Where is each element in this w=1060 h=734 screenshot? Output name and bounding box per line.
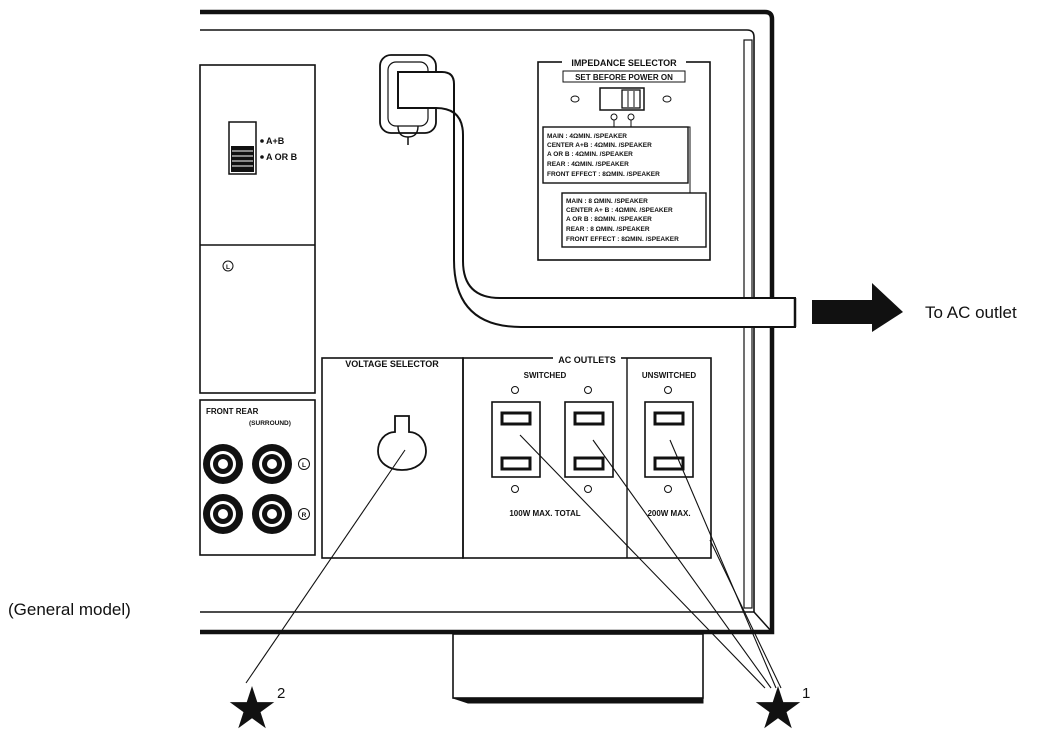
foot-body [452, 633, 704, 699]
outlet-switched-1[interactable] [491, 386, 541, 493]
upper-row-4: REAR : 4ΩMIN. /SPEAKER [547, 161, 629, 168]
label-a-plus-b: A+B [266, 136, 285, 146]
ac-outlet-arrow-label: To AC outlet [925, 303, 1017, 322]
foot-shadow [452, 697, 704, 704]
channel-l-marker [222, 260, 234, 272]
lower-row-3: A OR B : 8ΩMIN. /SPEAKER [566, 216, 652, 223]
speaker-switch-panel: A+B A OR B L [199, 64, 316, 394]
callout-line-1d [709, 539, 782, 689]
callout-line-2 [245, 449, 406, 684]
rca-jack-rear-l[interactable] [252, 444, 292, 484]
impedance-title-bg [562, 58, 686, 67]
left-panel-frame [199, 64, 316, 394]
chassis-inner-edge [200, 29, 755, 613]
impedance-selector-panel: IMPEDANCE SELECTOR SET BEFORE POWER ON M… [537, 58, 711, 261]
impedance-screw-right [662, 95, 672, 103]
dot-a-plus-b [260, 139, 264, 143]
outlet-unswitched[interactable] [644, 386, 694, 493]
label-a-or-b: A OR B [266, 152, 298, 162]
power-cord [379, 54, 797, 328]
impedance-table-upper [542, 126, 689, 184]
unswitched-max-label: 200W MAX. [647, 509, 690, 518]
switched-label: SWITCHED [524, 371, 567, 380]
upper-row-5: FRONT EFFECT : 8ΩMIN. /SPEAKER [547, 171, 660, 178]
upper-row-3: A OR B : 4ΩMIN. /SPEAKER [547, 151, 633, 158]
switched-max-label: 100W MAX. TOTAL [509, 509, 580, 518]
upper-row-1: MAIN : 4ΩMIN. /SPEAKER [547, 133, 627, 140]
impedance-screw-left [570, 95, 580, 103]
lower-row-2: CENTER A+ B : 4ΩMIN. /SPEAKER [566, 207, 673, 214]
speaker-switch-knob[interactable] [231, 146, 254, 172]
ac-outlet-arrow: To AC outlet [812, 283, 1017, 332]
rca-jack-rear-r[interactable] [252, 494, 292, 534]
rca-jack-front-l[interactable] [203, 444, 243, 484]
front-rear-label: FRONT REAR [206, 407, 259, 416]
chassis-outer-edge [200, 9, 775, 635]
lower-row-1: MAIN : 8 ΩMIN. /SPEAKER [566, 198, 648, 205]
channel-l-letter: L [226, 264, 230, 271]
callout-lines [245, 434, 782, 689]
power-cord-cable [397, 71, 796, 328]
impedance-switch-knob[interactable] [621, 89, 641, 109]
callout-star-2: ★ [226, 674, 278, 729]
callout-line-1c [669, 439, 777, 689]
outlet-switched-2[interactable] [564, 386, 614, 493]
lower-row-4: REAR : 8 ΩMIN. /SPEAKER [566, 226, 650, 233]
arrow-right-icon [812, 283, 903, 332]
ac-outlets-panel: AC OUTLETS SWITCHED UNSWITCHED 100W MAX.… [462, 355, 712, 559]
callout-star-1: ★ [752, 674, 804, 729]
lower-row-5: FRONT EFFECT : 8ΩMIN. /SPEAKER [566, 236, 679, 243]
voltage-selector-panel: VOLTAGE SELECTOR [321, 357, 464, 559]
impedance-title: IMPEDANCE SELECTOR [571, 58, 677, 68]
jacks-panel-frame [199, 399, 316, 556]
impedance-table-lower [561, 192, 707, 248]
rca-jack-front-r[interactable] [203, 494, 243, 534]
unswitched-label: UNSWITCHED [642, 371, 696, 380]
foot [452, 633, 704, 704]
model-label: (General model) [8, 600, 131, 619]
voltage-selector-label: VOLTAGE SELECTOR [345, 359, 439, 369]
callout-number-1: 1 [802, 685, 810, 702]
front-rear-jacks-panel: FRONT REAR (SURROUND) L R [199, 399, 316, 556]
jacks-r-marker [298, 508, 310, 520]
callout-line-1a [519, 434, 766, 689]
surround-label: (SURROUND) [249, 420, 291, 427]
dot-a-or-b [260, 155, 264, 159]
voltage-selector-knob[interactable] [377, 415, 427, 471]
upper-row-2: CENTER A+B : 4ΩMIN. /SPEAKER [547, 142, 652, 149]
chassis-corner-bevel [753, 611, 773, 633]
ac-outlets-title-bg [553, 355, 621, 363]
ac-outlets-label: AC OUTLETS [558, 355, 616, 365]
impedance-subtitle-box [562, 70, 686, 83]
callout-number-2: 2 [277, 685, 285, 702]
jacks-l-marker [298, 458, 310, 470]
callout-line-1b [592, 439, 772, 689]
jacks-l-letter: L [302, 462, 306, 469]
impedance-subtitle: SET BEFORE POWER ON [575, 73, 673, 82]
jacks-r-letter: R [302, 512, 307, 519]
